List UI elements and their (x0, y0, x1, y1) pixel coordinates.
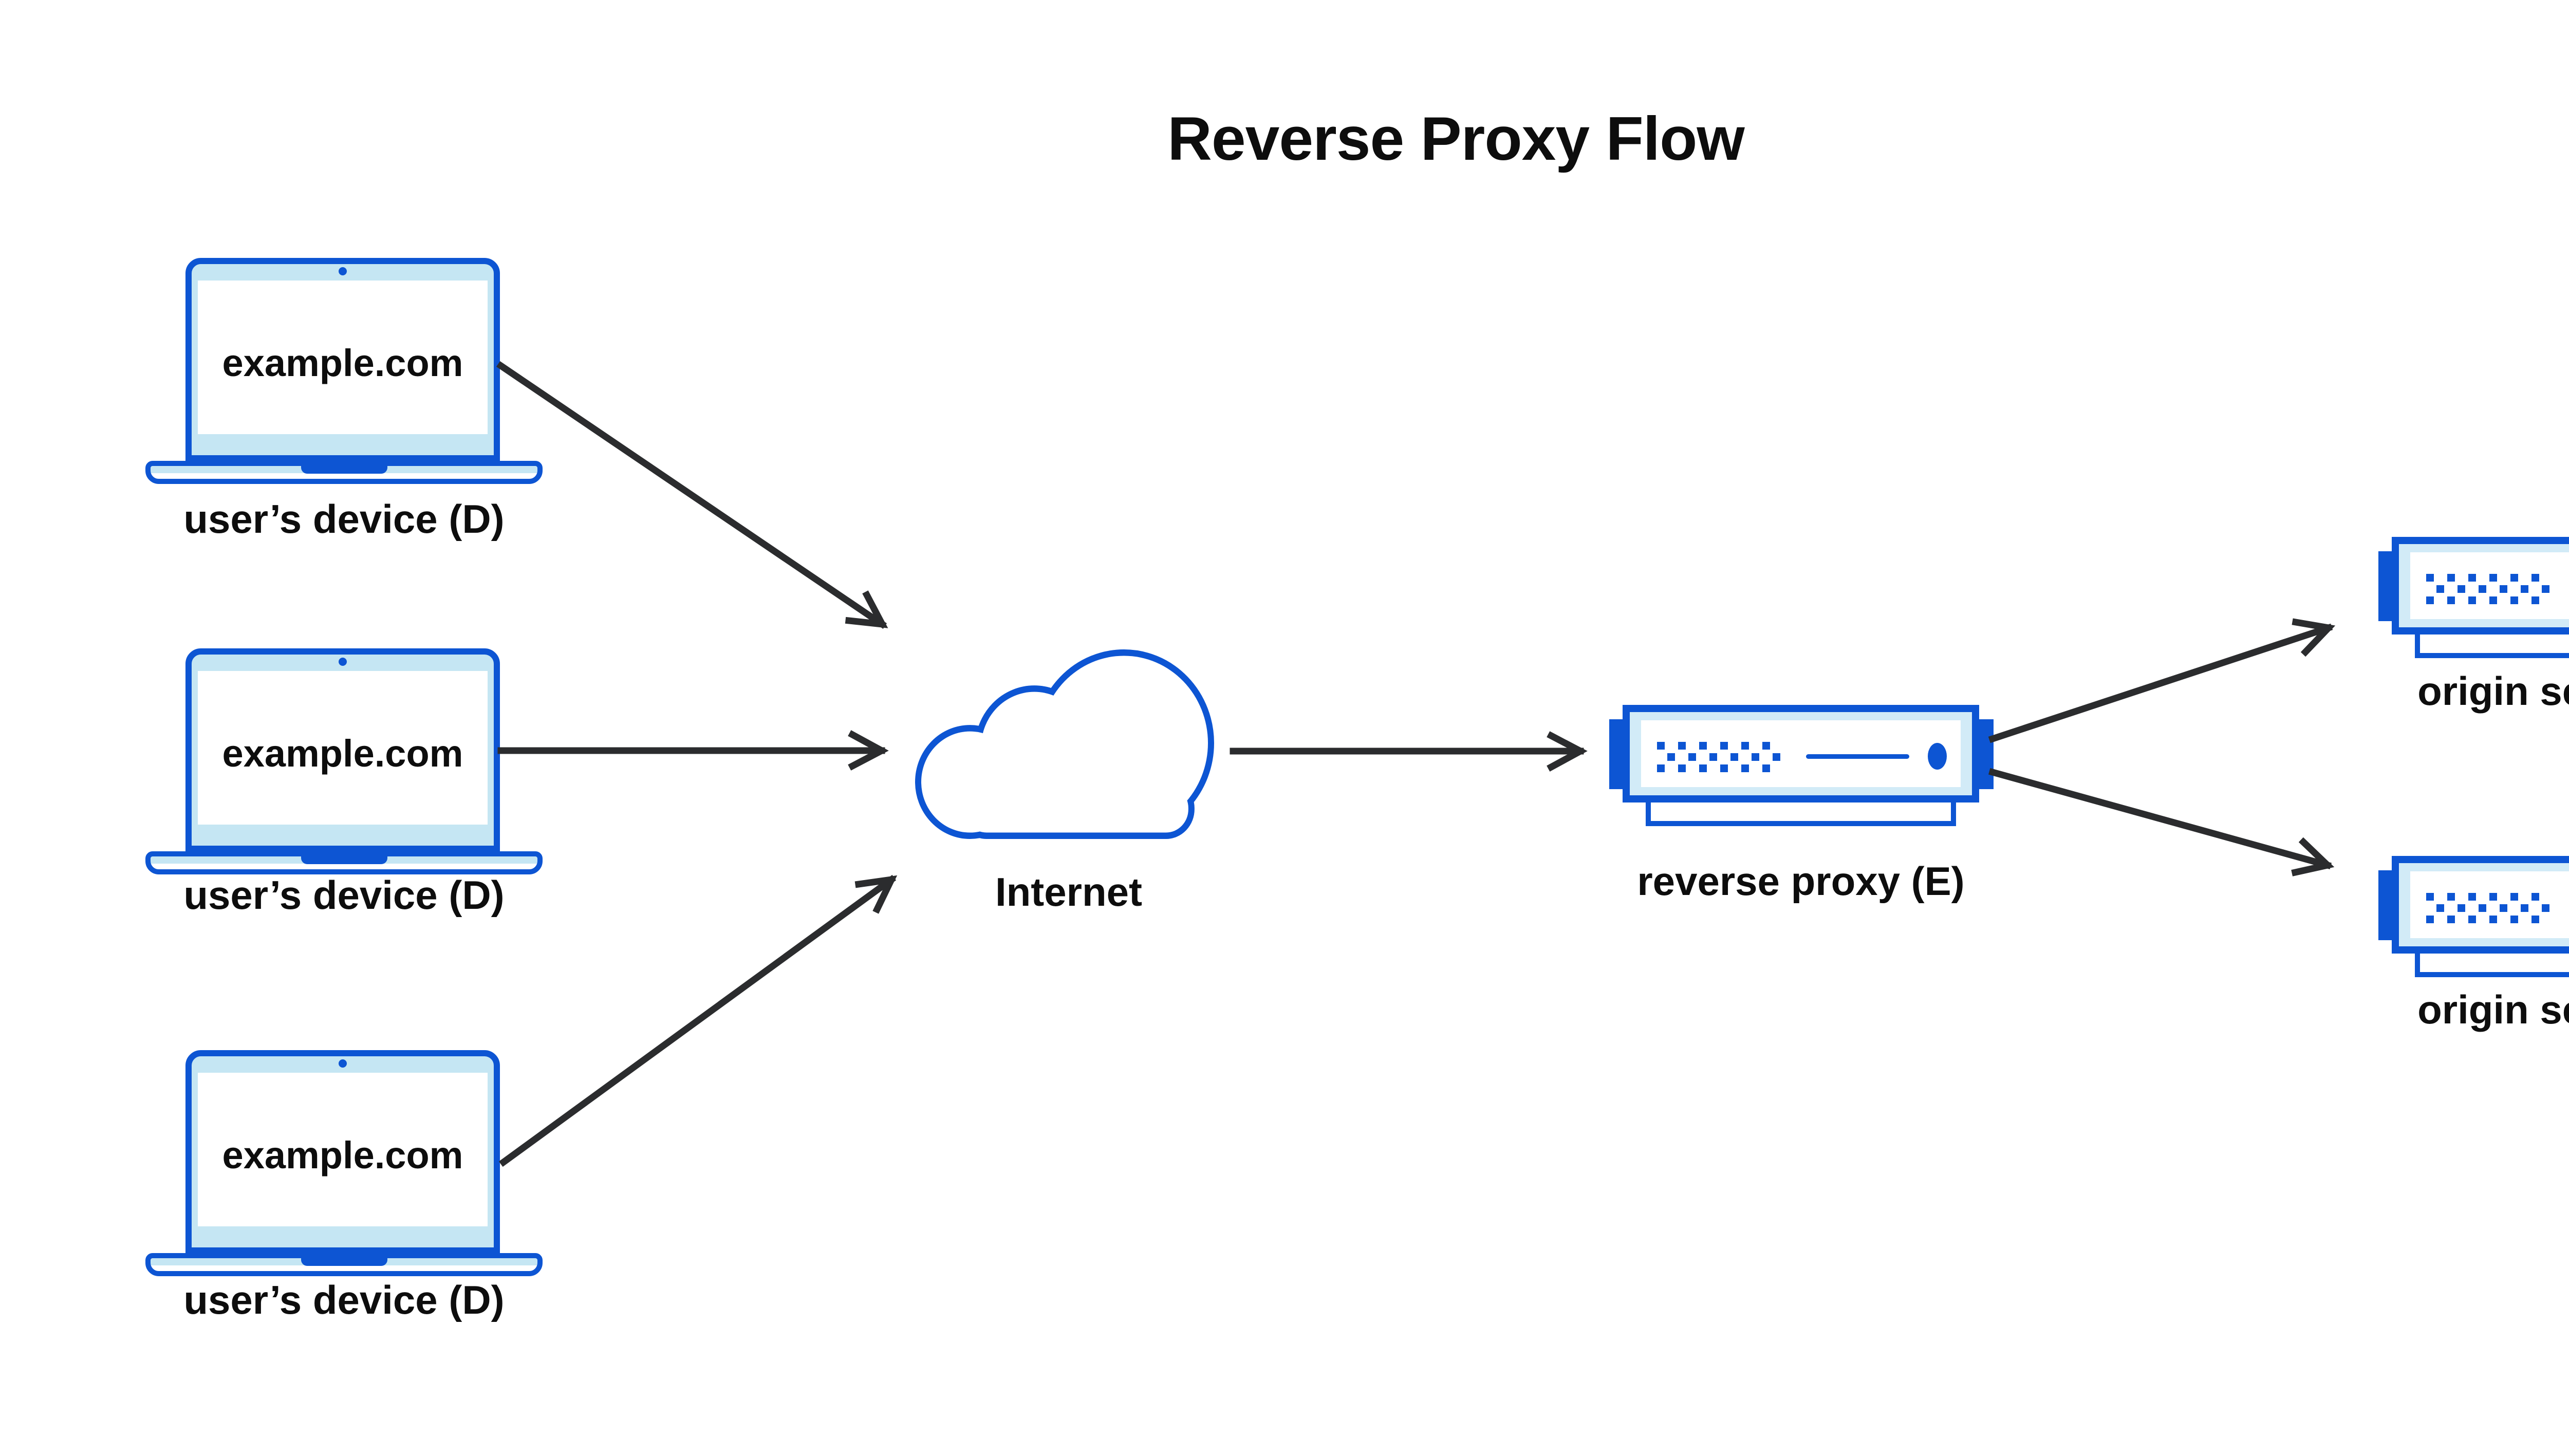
server-side-tab (2378, 870, 2394, 940)
vent-squares-row (2436, 904, 2551, 912)
arrow-device2-to-internet (497, 730, 889, 771)
server-side-tab (2378, 551, 2394, 621)
vent-squares-row (2426, 596, 2540, 604)
server-side-tab (1609, 719, 1625, 789)
server-icon (1623, 705, 1979, 802)
node-label-reverse-proxy: reverse proxy (E) (1637, 858, 1965, 904)
server-faceplate (2410, 552, 2569, 619)
device-screen-text: example.com (198, 1073, 488, 1226)
node-label-internet: Internet (995, 869, 1143, 914)
server-side-tab (1978, 719, 1994, 789)
vent-squares-row (2436, 585, 2551, 593)
device-screen-text: example.com (198, 671, 488, 825)
cloud-body (921, 656, 1208, 833)
page-title: Reverse Proxy Flow (1167, 104, 1745, 173)
node-label-user-device-3: user’s device (D) (183, 1277, 505, 1322)
arrow-reverse-proxy-to-origin2 (1988, 768, 2335, 876)
server-led-icon (1928, 743, 1947, 770)
vent-squares-row (1657, 742, 1771, 750)
node-label-user-device-2: user’s device (D) (183, 872, 505, 918)
vent-squares-row (2426, 916, 2540, 923)
node-user-device-2: example.com user’s device (D) (145, 648, 543, 936)
node-reverse-proxy: reverse proxy (E) (1609, 705, 1994, 901)
cloud-icon (915, 649, 1214, 839)
webcam-icon (339, 1059, 347, 1068)
vent-squares-row (1657, 764, 1771, 772)
laptop-base (145, 1253, 543, 1276)
node-label-origin-server-2: origin server (F) (2417, 987, 2569, 1032)
server-icon (2392, 537, 2569, 634)
vent-squares-row (2426, 893, 2540, 901)
server-icon (2392, 856, 2569, 954)
server-faceplate (2410, 871, 2569, 938)
node-origin-server-1: origin server (F) (2378, 537, 2569, 711)
arrow-reverse-proxy-to-origin1 (1988, 618, 2336, 743)
node-label-origin-server-1: origin server (F) (2417, 668, 2569, 714)
laptop-notch (301, 461, 387, 474)
vent-squares-row (2426, 574, 2540, 582)
arrow-internet-to-reverse-proxy (1230, 731, 1588, 772)
webcam-icon (339, 267, 347, 275)
laptop-notch (301, 1253, 387, 1266)
node-label-user-device-1: user’s device (D) (183, 496, 505, 542)
arrow-device3-to-internet (498, 874, 898, 1167)
vent-squares-row (1667, 753, 1781, 761)
laptop-base (145, 851, 543, 874)
laptop-base (145, 461, 543, 484)
server-slot (1806, 754, 1909, 759)
arrow-device1-to-internet (496, 361, 888, 629)
node-user-device-1: example.com user’s device (D) (145, 258, 543, 546)
server-faceplate (1641, 720, 1961, 787)
laptop-notch (301, 851, 387, 864)
device-screen-text: example.com (198, 281, 488, 434)
laptop-icon: example.com (185, 258, 500, 461)
node-origin-server-2: origin server (F) (2378, 856, 2569, 1030)
node-user-device-3: example.com user’s device (D) (145, 1050, 543, 1338)
laptop-icon: example.com (185, 1050, 500, 1254)
webcam-icon (339, 658, 347, 666)
laptop-icon: example.com (185, 648, 500, 852)
